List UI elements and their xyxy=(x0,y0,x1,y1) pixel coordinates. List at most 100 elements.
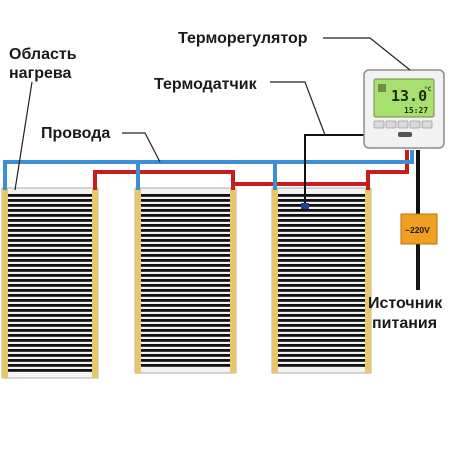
heating-stripe xyxy=(141,214,230,217)
thermostat-unit: °C xyxy=(424,86,432,93)
heating-film-panel-1 xyxy=(1,187,99,379)
thermostat-temperature: 13.0 xyxy=(391,87,427,105)
heating-area-label: Область нагрева xyxy=(9,46,81,82)
heating-stripe xyxy=(278,224,365,227)
heating-stripe xyxy=(8,204,92,207)
heating-stripe xyxy=(278,349,365,352)
thermostat-mode-icon xyxy=(378,84,386,92)
heating-stripe xyxy=(278,279,365,282)
heating-stripe xyxy=(278,324,365,327)
heating-stripe xyxy=(141,229,230,232)
red-wire xyxy=(93,150,409,190)
heating-stripe xyxy=(8,264,92,267)
heating-stripe xyxy=(278,354,365,357)
heating-stripe xyxy=(141,314,230,317)
heating-stripe xyxy=(8,284,92,287)
heating-stripe xyxy=(278,229,365,232)
heating-stripe xyxy=(278,249,365,252)
heating-stripe xyxy=(278,319,365,322)
heating-stripe xyxy=(8,369,92,372)
heating-stripe xyxy=(8,214,92,217)
heating-stripe xyxy=(8,304,92,307)
heating-stripe xyxy=(141,249,230,252)
copper-edge-strip xyxy=(365,188,371,373)
blue-wire xyxy=(3,150,414,190)
heating-stripe xyxy=(141,339,230,342)
thermostat-button[interactable] xyxy=(385,120,397,129)
heating-stripe xyxy=(141,254,230,257)
power-label-line1: Источник xyxy=(368,295,443,312)
heating-stripe xyxy=(278,299,365,302)
thermostat-button[interactable] xyxy=(421,120,433,129)
heating-stripe xyxy=(141,199,230,202)
power-label: Источник питания xyxy=(368,295,447,332)
power-label-line2: питания xyxy=(372,315,437,332)
heating-stripe xyxy=(141,234,230,237)
heating-stripe xyxy=(141,334,230,337)
heating-stripe xyxy=(141,264,230,267)
heating-stripe xyxy=(8,319,92,322)
thermostat[interactable]: 13.0 °C 15:27 xyxy=(363,69,445,149)
heating-stripe xyxy=(8,359,92,362)
heating-area-label-line2: нагрева xyxy=(9,65,72,82)
thermostat-button[interactable] xyxy=(373,120,385,129)
sensor-probe xyxy=(301,203,309,209)
heating-stripe xyxy=(141,204,230,207)
heating-stripe xyxy=(8,279,92,282)
heating-stripe xyxy=(278,259,365,262)
heating-stripe xyxy=(141,319,230,322)
thermostat-screen xyxy=(373,78,435,118)
heating-stripe xyxy=(8,339,92,342)
heating-stripe xyxy=(278,289,365,292)
heating-stripe xyxy=(141,194,230,197)
sensor-callout-line xyxy=(270,81,326,136)
heating-stripe xyxy=(141,209,230,212)
heating-stripe xyxy=(8,294,92,297)
heating-stripe xyxy=(278,194,365,197)
heating-stripe xyxy=(278,334,365,337)
heating-film-panel-3 xyxy=(271,187,372,374)
wires-callout-line xyxy=(122,132,161,163)
heating-stripe xyxy=(8,364,92,367)
heating-stripe xyxy=(141,349,230,352)
heating-stripe xyxy=(8,269,92,272)
heating-stripe xyxy=(141,329,230,332)
wires-label: Провода xyxy=(41,125,110,142)
heating-stripe xyxy=(278,314,365,317)
heating-stripe xyxy=(141,274,230,277)
heating-stripe xyxy=(278,214,365,217)
heating-stripe xyxy=(278,269,365,272)
heating-film-panel-2 xyxy=(134,187,237,374)
heating-stripe xyxy=(141,259,230,262)
heating-stripe xyxy=(8,234,92,237)
heating-stripe xyxy=(8,344,92,347)
power-box: ~220V xyxy=(400,213,438,245)
thermostat-power-button[interactable] xyxy=(398,132,412,137)
thermostat-button[interactable] xyxy=(409,120,421,129)
heating-stripe xyxy=(8,194,92,197)
heating-stripe xyxy=(278,274,365,277)
copper-edge-strip xyxy=(92,188,98,378)
heating-stripe xyxy=(8,219,92,222)
heating-stripe xyxy=(278,344,365,347)
heating-stripe xyxy=(278,234,365,237)
heating-stripe xyxy=(141,244,230,247)
heating-stripe xyxy=(8,334,92,337)
heating-stripe xyxy=(278,284,365,287)
heating-stripe xyxy=(8,314,92,317)
power-box-label: ~220V xyxy=(405,225,430,235)
heating-stripe xyxy=(278,204,365,207)
heating-stripe xyxy=(8,309,92,312)
thermostat-button[interactable] xyxy=(397,120,409,129)
heating-stripe xyxy=(278,359,365,362)
heating-stripe xyxy=(141,344,230,347)
heating-stripe xyxy=(8,329,92,332)
heating-stripe xyxy=(141,224,230,227)
thermostat-label: Терморегулятор xyxy=(178,30,308,47)
heating-stripe xyxy=(8,299,92,302)
copper-edge-strip xyxy=(2,188,8,378)
heating-stripe xyxy=(8,249,92,252)
heating-stripe xyxy=(278,329,365,332)
heating-stripe xyxy=(278,304,365,307)
